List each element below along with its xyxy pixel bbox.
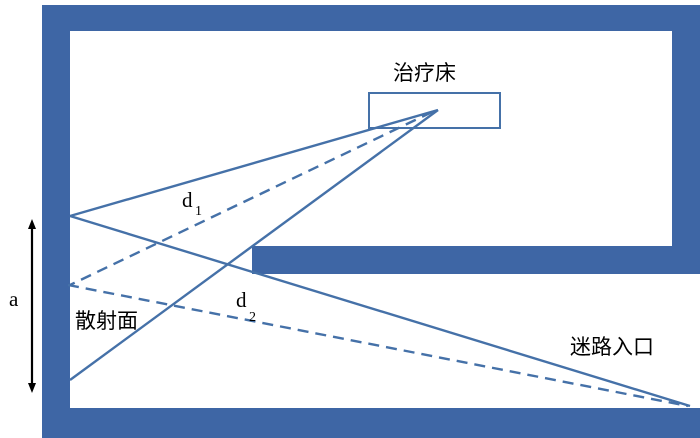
ray-bed-to-scatter-top bbox=[69, 108, 439, 218]
ray-bed-to-scatter-bottom bbox=[69, 109, 439, 381]
label-scatter-surface: 散射面 bbox=[75, 309, 138, 333]
right-wall bbox=[672, 5, 700, 274]
bottom-wall bbox=[42, 408, 700, 438]
label-maze-entrance: 迷路入口 bbox=[570, 335, 654, 359]
label-a: a bbox=[9, 287, 19, 311]
ray-scatter-to-entrance bbox=[69, 214, 691, 408]
label-d1-subscript: 1 bbox=[195, 204, 202, 219]
top-wall bbox=[42, 5, 700, 31]
label-d2: d bbox=[236, 288, 247, 312]
ray-d2 bbox=[67, 283, 689, 408]
ray-d1 bbox=[69, 110, 433, 287]
inner-wall bbox=[252, 246, 700, 274]
label-treatment-bed: 治疗床 bbox=[393, 61, 456, 85]
left-wall bbox=[42, 5, 70, 438]
label-d2-subscript: 2 bbox=[249, 310, 256, 325]
label-d1: d bbox=[182, 188, 193, 212]
